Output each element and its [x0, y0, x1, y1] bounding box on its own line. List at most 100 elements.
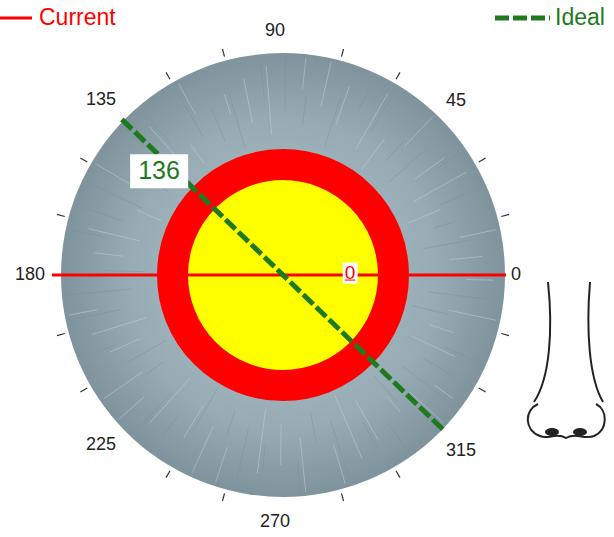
iris-streak: [440, 186, 482, 205]
tick-mark: [501, 333, 509, 335]
iris-streak: [244, 79, 253, 123]
iris-streak: [96, 164, 130, 184]
iris-streak: [449, 257, 482, 260]
tick-mark: [396, 72, 400, 79]
iris-streak: [146, 116, 169, 143]
iris-streak: [300, 437, 306, 492]
current-axis-value: 0: [343, 263, 358, 284]
iris-streak: [261, 66, 264, 98]
iris-streak: [325, 94, 342, 145]
iris-streak: [371, 89, 397, 132]
iris-streak: [298, 460, 301, 492]
iris-streak: [460, 230, 496, 238]
iris-streak: [78, 310, 121, 319]
iris-streak: [310, 412, 316, 441]
iris-streak: [84, 208, 122, 221]
iris-streak: [321, 62, 331, 106]
iris-streak: [119, 397, 144, 419]
iris-streak: [126, 341, 166, 364]
tick-mark: [479, 388, 486, 392]
iris-streak: [137, 210, 162, 221]
axis-degree: 225: [86, 435, 116, 455]
iris-streak: [191, 144, 204, 163]
iris-streak: [303, 58, 306, 89]
iris-streak: [424, 359, 455, 377]
iris-streak: [266, 66, 272, 135]
iris-streak: [374, 376, 397, 401]
iris-streak: [103, 271, 145, 272]
iris-streak: [410, 392, 443, 423]
tick-mark: [479, 158, 486, 162]
tick-mark: [166, 471, 170, 478]
legend-ideal: Ideal: [555, 5, 605, 30]
tick-mark: [57, 214, 65, 216]
tick-mark: [341, 493, 343, 501]
iris-streak: [434, 221, 455, 228]
iris-streak: [149, 378, 190, 423]
iris-streak: [139, 393, 172, 428]
iris-streak: [356, 93, 389, 149]
iris-streak: [434, 385, 453, 399]
tick-mark: [57, 333, 65, 335]
iris-streak: [145, 362, 163, 375]
iris-streak: [163, 416, 177, 435]
ideal-axis-value: 136: [130, 154, 188, 188]
iris-streak: [66, 289, 132, 295]
iris-streak: [386, 141, 403, 160]
iris-streak: [193, 388, 218, 431]
iris-streak: [361, 139, 384, 170]
iris-streak: [388, 150, 426, 183]
axis-degree: 135: [86, 90, 116, 110]
tick-mark: [222, 493, 224, 501]
tick-mark: [341, 49, 343, 57]
tick-mark: [80, 388, 87, 392]
axis-degree: 315: [446, 441, 476, 461]
nostril: [573, 428, 587, 436]
iris-streak: [69, 310, 98, 315]
tick-mark: [166, 72, 170, 79]
iris-streak: [174, 86, 203, 136]
axis-degree: 270: [260, 512, 290, 532]
axis-degree: 45: [446, 91, 466, 111]
iris-streak: [257, 409, 265, 473]
nostril: [545, 428, 559, 436]
axis-degree: 0: [511, 265, 521, 285]
legend-current-sample: [0, 17, 32, 20]
iris-streak: [411, 306, 448, 315]
legend-current: Current: [39, 5, 116, 30]
iris-streak: [104, 372, 143, 399]
iris-streak: [227, 411, 236, 436]
iris-streak: [237, 429, 248, 480]
ideal-axis-line: [122, 119, 444, 430]
iris-streak: [466, 279, 493, 281]
iris-streak: [430, 325, 454, 333]
iris-streak: [334, 445, 346, 484]
iris-streak: [192, 427, 213, 473]
iris-streak: [212, 110, 225, 141]
iris-streak: [446, 347, 483, 363]
iris-streak: [413, 172, 466, 202]
tick-mark: [396, 471, 400, 478]
iris-streak: [70, 230, 103, 237]
iris-streak: [216, 447, 227, 482]
iris-streak: [425, 240, 470, 248]
legend-ideal-sample: [495, 16, 550, 21]
iris-streak: [92, 318, 146, 335]
iris-streak: [285, 57, 287, 111]
iris-streak: [408, 210, 440, 223]
tick-mark: [80, 158, 87, 162]
iris-streak: [436, 156, 456, 170]
iris-streak: [229, 93, 246, 149]
iris-streak: [359, 84, 371, 109]
axis-degree: 180: [15, 265, 45, 285]
nose-symbol: [528, 282, 605, 438]
tick-mark: [501, 214, 509, 216]
iris-streak: [428, 292, 492, 299]
iris-streak: [448, 310, 496, 320]
iris-streak: [184, 406, 203, 438]
tick-mark: [222, 49, 224, 57]
iris-streak: [415, 157, 445, 179]
iris-streak: [388, 424, 409, 453]
iris-streak: [280, 424, 282, 465]
